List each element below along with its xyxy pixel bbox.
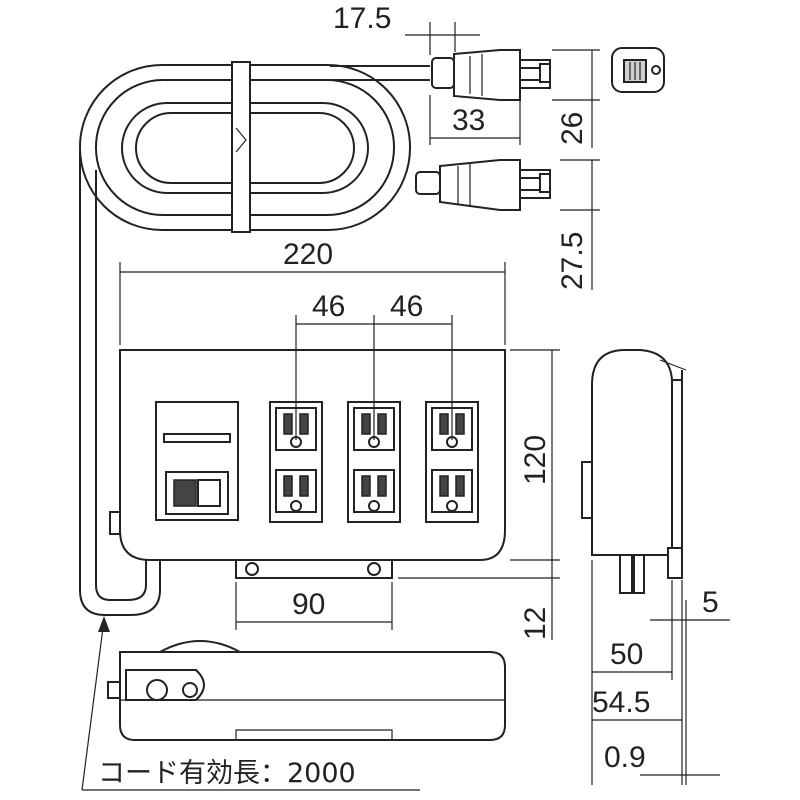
- dim-plug-width: 33: [452, 104, 485, 137]
- dim-bracket-height: 12: [519, 607, 552, 640]
- dim-side-depth: 50: [610, 638, 643, 671]
- dim-plug-height: 26: [556, 112, 589, 145]
- dim-plug-pin-gap: 17.5: [333, 2, 391, 35]
- plug-dimensions: [405, 22, 600, 290]
- cord-note-leader: [81, 616, 420, 791]
- dim-plug-height-2: 27.5: [556, 232, 589, 290]
- body-dimensions: [119, 262, 560, 640]
- dim-body-width: 220: [283, 238, 333, 271]
- dim-bracket-width: 90: [292, 588, 325, 621]
- side-dimensions: [591, 560, 730, 785]
- plug-face-icon: [611, 47, 665, 93]
- dim-side-thickness: 0.9: [604, 741, 646, 774]
- body-bottom: [107, 640, 506, 741]
- body-front: [109, 349, 506, 579]
- dim-outlet-pitch-1: 46: [312, 290, 345, 323]
- cord-coil: [79, 61, 430, 616]
- body-side: [581, 349, 687, 594]
- dim-body-height: 120: [519, 435, 552, 485]
- plug-top: [431, 49, 551, 101]
- plug-second: [415, 159, 551, 211]
- dim-outlet-pitch-2: 46: [390, 290, 423, 323]
- cord-length-note: コード有効長：2000: [98, 758, 356, 789]
- dim-side-depth-total: 54.5: [592, 686, 650, 719]
- dim-side-gap: 5: [702, 586, 719, 619]
